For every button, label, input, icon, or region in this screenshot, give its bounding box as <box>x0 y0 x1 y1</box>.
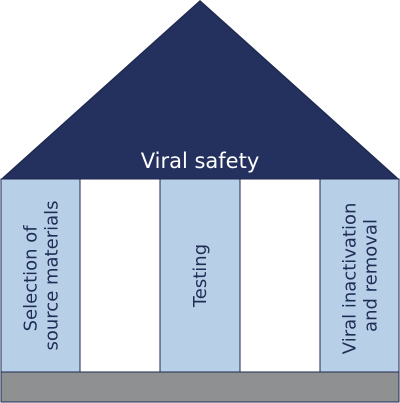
pillar-inactivation-line-2: and removal <box>361 219 382 332</box>
pillar-selection-line-1: Selection of <box>21 225 42 332</box>
pillar-selection-line-2: source materials <box>42 200 63 350</box>
pillar-testing-line-1: Testing <box>190 244 211 308</box>
foundation-base <box>0 371 400 403</box>
pillar-selection <box>0 178 81 373</box>
roof-label: Viral safety <box>141 149 260 173</box>
pillar-inactivation-label: Viral inactivation and removal <box>340 197 382 354</box>
pillar-inactivation <box>319 178 400 373</box>
pillar-selection-label: Selection of source materials <box>21 200 63 350</box>
pillar-inactivation-line-1: Viral inactivation <box>340 203 361 355</box>
pillar-testing <box>159 178 241 373</box>
pillar-testing-label: Testing <box>190 244 211 308</box>
